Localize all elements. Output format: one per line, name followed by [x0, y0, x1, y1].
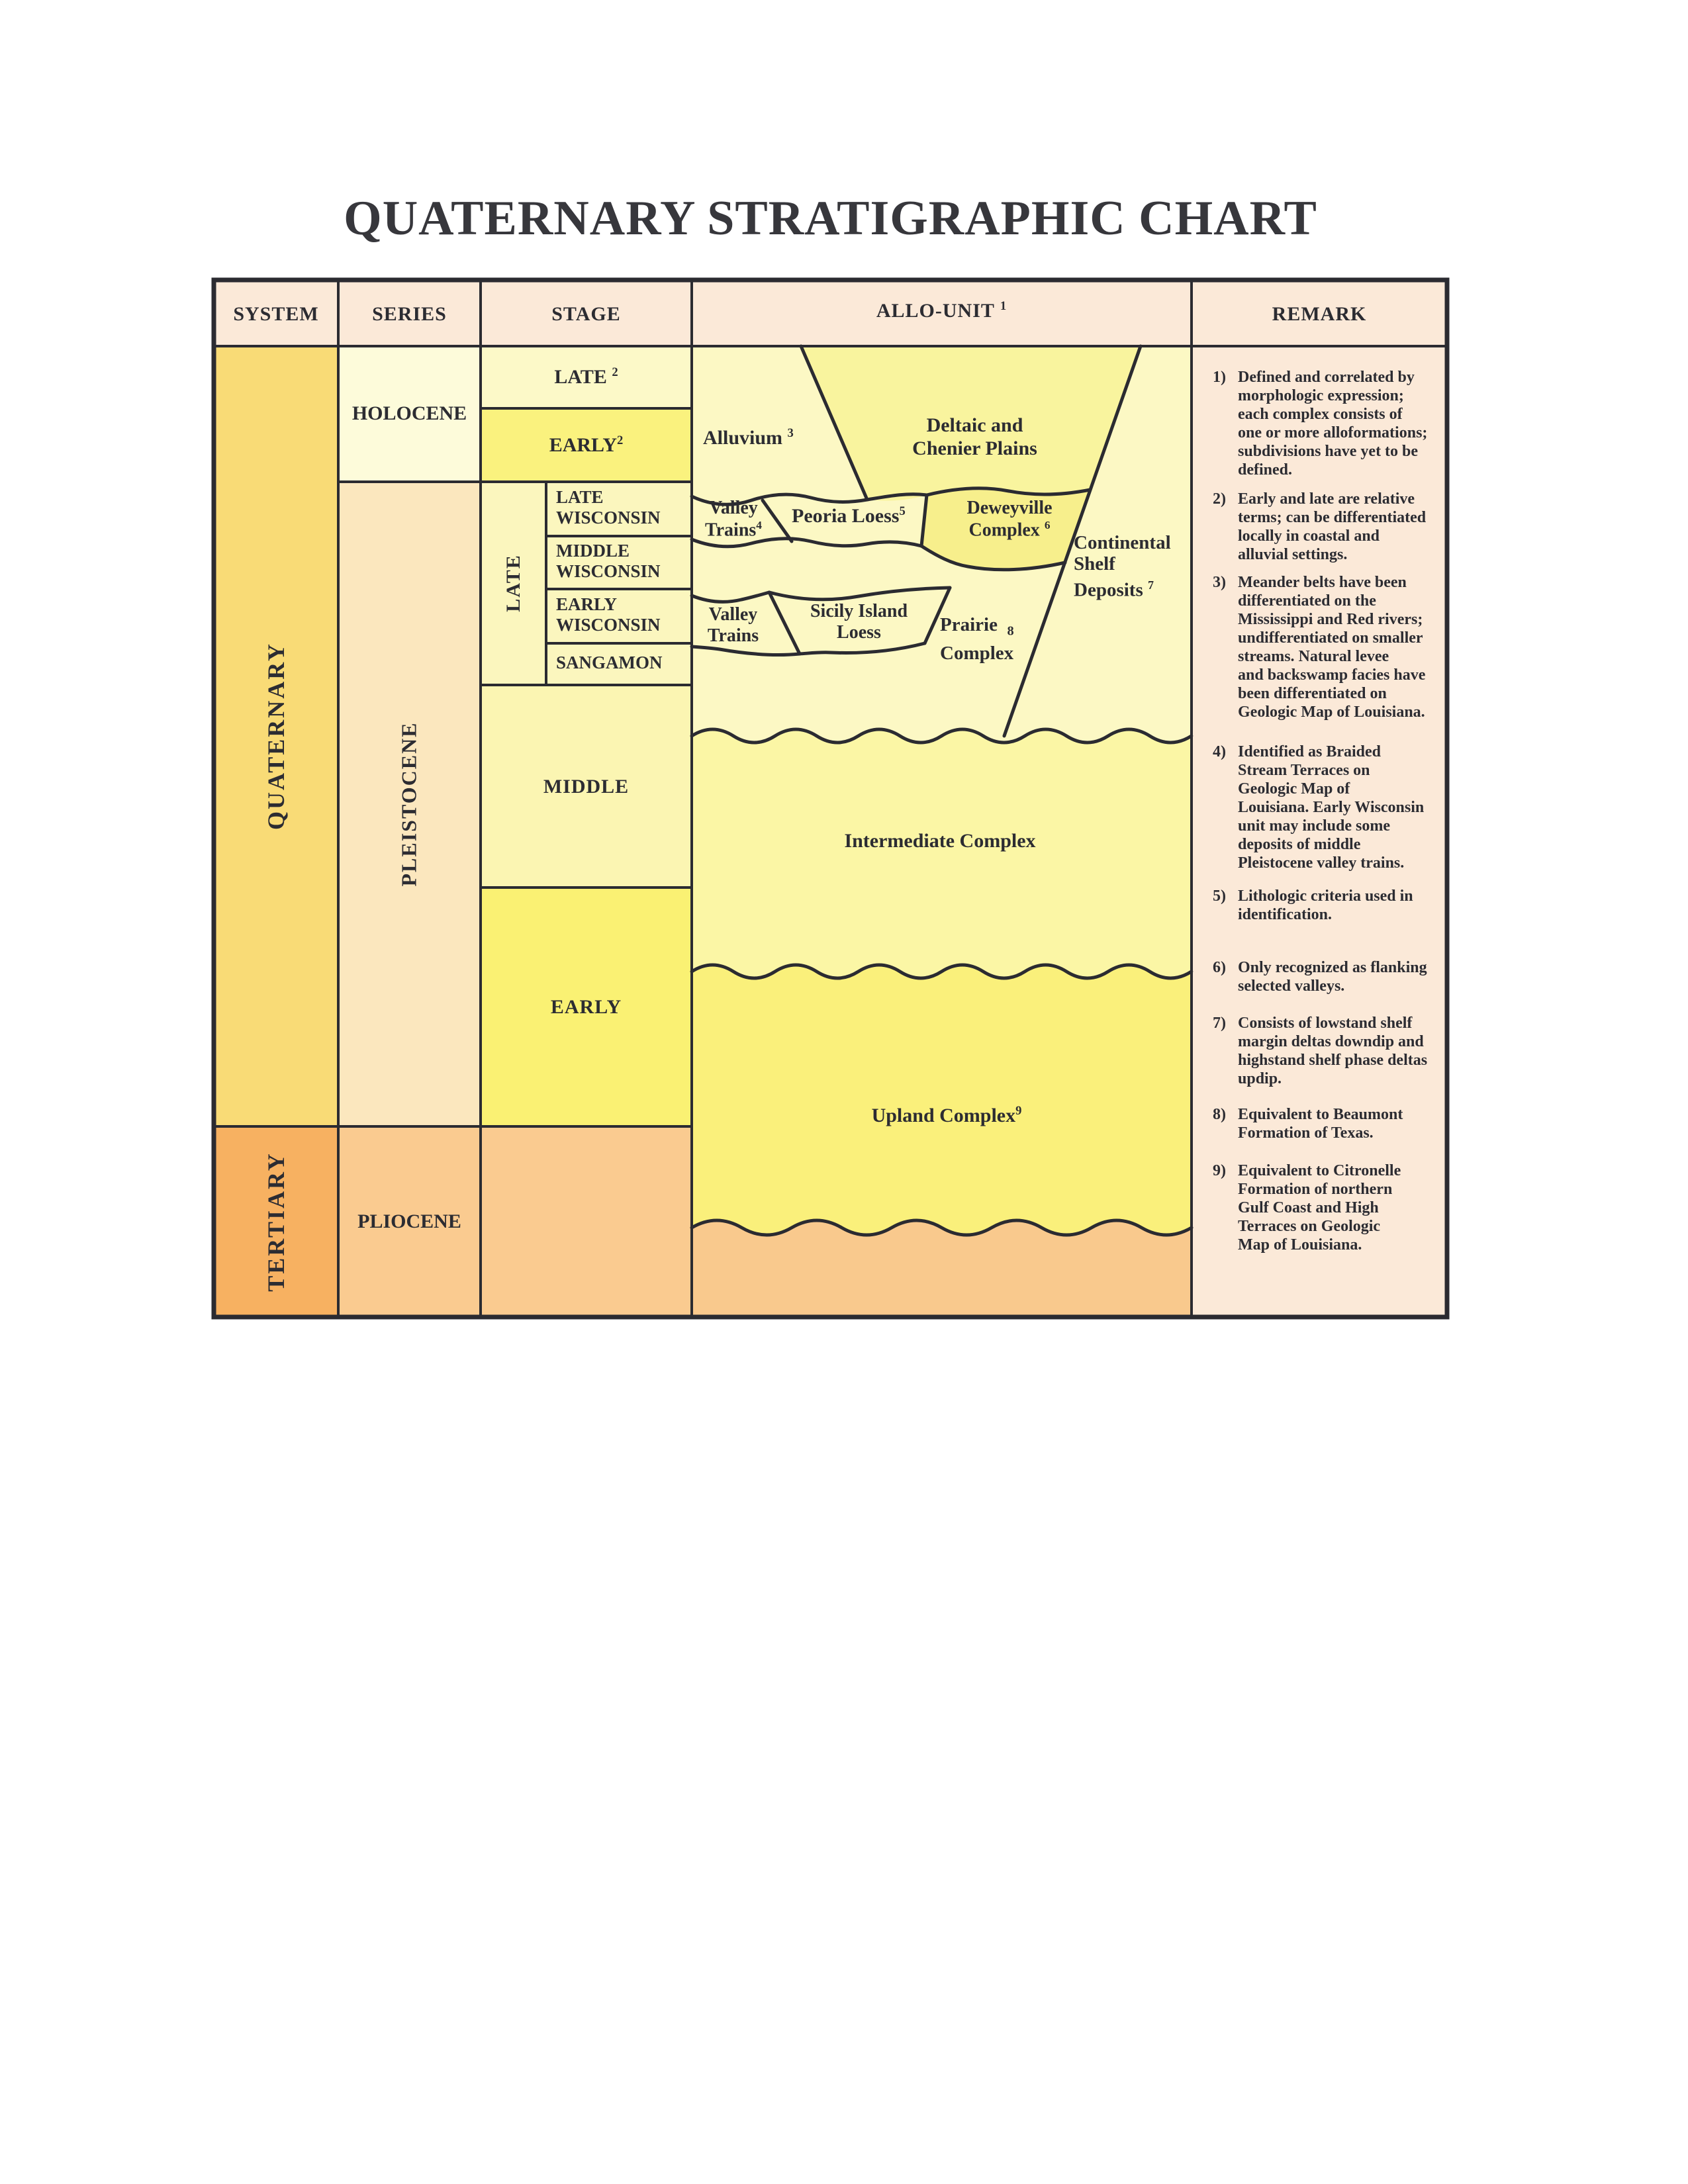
page-title: QUATERNARY STRATIGRAPHIC CHART — [344, 191, 1317, 246]
stage-late-group: LATE — [502, 554, 524, 612]
header-remark: REMARK — [1272, 303, 1367, 325]
allo-label-alluvium: Alluvium 3 — [703, 426, 794, 449]
allo-label-sicily-island: Sicily Island Loess — [810, 601, 908, 643]
allo-label-prairie: Prairie 8 Complex — [940, 614, 1014, 664]
allo-label-peoria-loess: Peoria Loess5 — [792, 504, 906, 527]
remark-4: 4)Identified as Braided Stream Terraces … — [1213, 743, 1425, 872]
remark-3: 3)Meander belts have been differentiated… — [1213, 574, 1426, 721]
allo-label-deltaic-chenier: Deltaic and Chenier Plains — [912, 414, 1037, 459]
series-pliocene: PLIOCENE — [357, 1210, 461, 1232]
header-series: SERIES — [372, 303, 447, 325]
allo-label-valley-trains-2: Valley Trains — [707, 604, 759, 647]
header-system: SYSTEM — [233, 303, 319, 325]
remark-2: 2)Early and late are relative terms; can… — [1213, 490, 1427, 563]
series-pleistocene: PLEISTOCENE — [397, 721, 421, 887]
system-tertiary: TERTIARY — [263, 1152, 289, 1292]
allo-label-deweyville: Deweyville Complex 6 — [966, 498, 1053, 541]
remark-8: 8)Equivalent to Beaumont Formation of Te… — [1213, 1106, 1403, 1142]
stage-late-holocene: LATE 2 — [554, 365, 618, 388]
remark-5: 5)Lithologic criteria used in identifica… — [1213, 887, 1413, 923]
stage-early: EARLY — [550, 996, 622, 1018]
remark-9: 9)Equivalent to Citronelle Formation of … — [1213, 1162, 1401, 1253]
stage-middle-wisconsin: MIDDLE WISCONSIN — [556, 541, 661, 582]
stage-middle: MIDDLE — [543, 776, 630, 797]
header-stage: STAGE — [551, 303, 621, 325]
remark-1: 1)Defined and correlated by morphologic … — [1213, 369, 1428, 478]
stage-early-holocene: EARLY2 — [549, 433, 624, 456]
stage-late-wisconsin: LATE WISCONSIN — [556, 487, 661, 528]
system-quaternary: QUATERNARY — [263, 641, 289, 831]
remark-6: 6)Only recognized as flanking selected v… — [1213, 959, 1427, 995]
allo-label-intermediate: Intermediate Complex — [844, 830, 1036, 852]
series-holocene: HOLOCENE — [352, 402, 467, 424]
allo-label-valley-trains-1: Valley Trains4 — [705, 498, 762, 541]
allo-label-upland: Upland Complex9 — [871, 1104, 1022, 1126]
header-allo-unit: ALLO-UNIT 1 — [876, 299, 1008, 322]
stage-early-wisconsin: EARLY WISCONSIN — [556, 594, 661, 635]
stage-sangamon: SANGAMON — [556, 653, 663, 672]
allo-label-continental-shelf: Continental Shelf Deposits 7 — [1074, 532, 1171, 601]
remark-7: 7)Consists of lowstand shelf margin delt… — [1213, 1015, 1428, 1087]
